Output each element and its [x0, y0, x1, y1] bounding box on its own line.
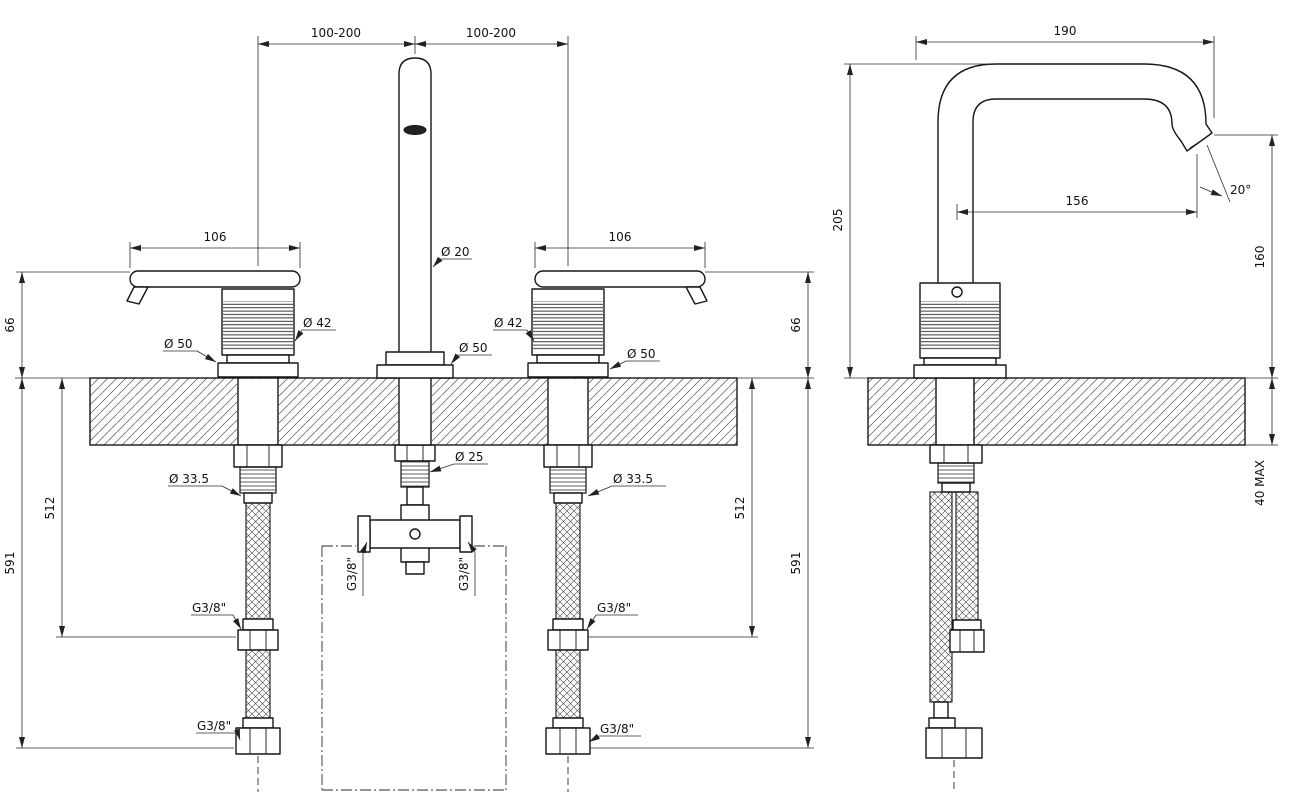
left-lever-tip	[126, 286, 149, 305]
label-thread-hose-left: G3/8"	[192, 601, 226, 615]
deck-hole-edges	[237, 377, 589, 446]
flex-hose	[955, 491, 979, 621]
side-supply-hoses	[925, 444, 985, 792]
label-thread-hose-end-left: G3/8"	[197, 719, 231, 733]
dim-hose-total-left: 591	[3, 552, 17, 575]
dim-outlet-height: 160	[1253, 246, 1267, 269]
hose-end-nut	[545, 727, 591, 755]
label-thread-hose-end-right: G3/8"	[600, 722, 634, 736]
left-supply-hose	[233, 444, 283, 792]
right-lever-tip	[685, 286, 708, 305]
angle-arc	[1199, 186, 1223, 197]
dim-handle-dia-left: Ø 42	[303, 316, 332, 330]
flex-hose	[929, 491, 953, 703]
dim-span-left: 100-200	[311, 26, 361, 40]
aerator	[403, 125, 427, 135]
dim-hose-connection-left: 512	[43, 497, 57, 520]
set-screw	[951, 286, 963, 298]
front-view: 100-200 100-200 106 106 66 66 512 512 59…	[3, 26, 814, 792]
dim-deck-thickness: 40 MAX	[1253, 460, 1267, 506]
dim-handle-base-dia-left: Ø 50	[164, 337, 193, 351]
label-thread-valve-left: G3/8"	[345, 557, 359, 591]
flex-hose	[555, 649, 581, 719]
flex-hose	[245, 502, 271, 620]
t-port-left	[357, 515, 371, 553]
dim-tailpiece-dia-left: Ø 33.5	[169, 472, 209, 486]
side-view: 190 205 156 160 40 MAX 20°	[831, 24, 1278, 792]
dim-height-left: 66	[3, 317, 17, 332]
center-valve-assembly	[321, 444, 507, 791]
label-thread-hose-right: G3/8"	[597, 601, 631, 615]
dim-handle-base-dia-right: Ø 50	[627, 347, 656, 361]
flex-hose	[245, 649, 271, 719]
dim-span-right: 100-200	[466, 26, 516, 40]
right-handle	[527, 270, 708, 378]
right-handle-base	[527, 362, 609, 378]
front-dimensions: 100-200 100-200 106 106 66 66 512 512 59…	[3, 26, 814, 749]
dim-handle-width-right: 106	[609, 230, 632, 244]
base-flange	[913, 364, 1007, 379]
spout-profile	[937, 63, 1213, 293]
spout-base	[376, 364, 454, 379]
left-handle	[126, 270, 301, 378]
angle-line	[1206, 144, 1231, 203]
flex-hose	[555, 502, 581, 620]
spout-side	[913, 63, 1213, 379]
t-port-right	[459, 515, 473, 553]
hose-end-nut	[235, 727, 281, 755]
dim-handle-dia-right: Ø 42	[494, 316, 523, 330]
dim-height-right: 66	[789, 317, 803, 332]
countertop-slab	[867, 377, 1246, 446]
dim-outlet-reach: 156	[1066, 194, 1089, 208]
label-thread-valve-right: G3/8"	[457, 557, 471, 591]
spout-front	[376, 57, 454, 446]
dim-spout-height: 205	[831, 209, 845, 232]
dim-spout-base-dia: Ø 50	[459, 341, 488, 355]
dim-handle-width-left: 106	[204, 230, 227, 244]
right-handle-lever	[534, 270, 706, 288]
outlet-slot	[1189, 140, 1202, 149]
hose-nut	[237, 629, 279, 651]
dim-spout-angle: 20°	[1230, 183, 1251, 197]
dim-spout-tube-dia: Ø 20	[441, 245, 470, 259]
deck-hole-edges	[935, 377, 975, 446]
right-supply-hose	[543, 444, 593, 792]
dim-spout-reach: 190	[1054, 24, 1077, 38]
left-handle-lever	[129, 270, 301, 288]
dim-valve-dia: Ø 25	[455, 450, 484, 464]
hose-nut	[949, 629, 985, 653]
dim-tailpiece-dia-right: Ø 33.5	[613, 472, 653, 486]
countertop-side	[867, 377, 1246, 446]
dim-hose-connection-right: 512	[733, 497, 747, 520]
phantom-outline	[321, 545, 507, 791]
spout-tube	[398, 57, 432, 446]
hose-nut	[547, 629, 589, 651]
side-dimensions: 190 205 156 160 40 MAX 20°	[831, 24, 1278, 506]
dim-hose-total-right: 591	[789, 552, 803, 575]
left-handle-base	[217, 362, 299, 378]
hose-end-nut	[925, 727, 983, 759]
